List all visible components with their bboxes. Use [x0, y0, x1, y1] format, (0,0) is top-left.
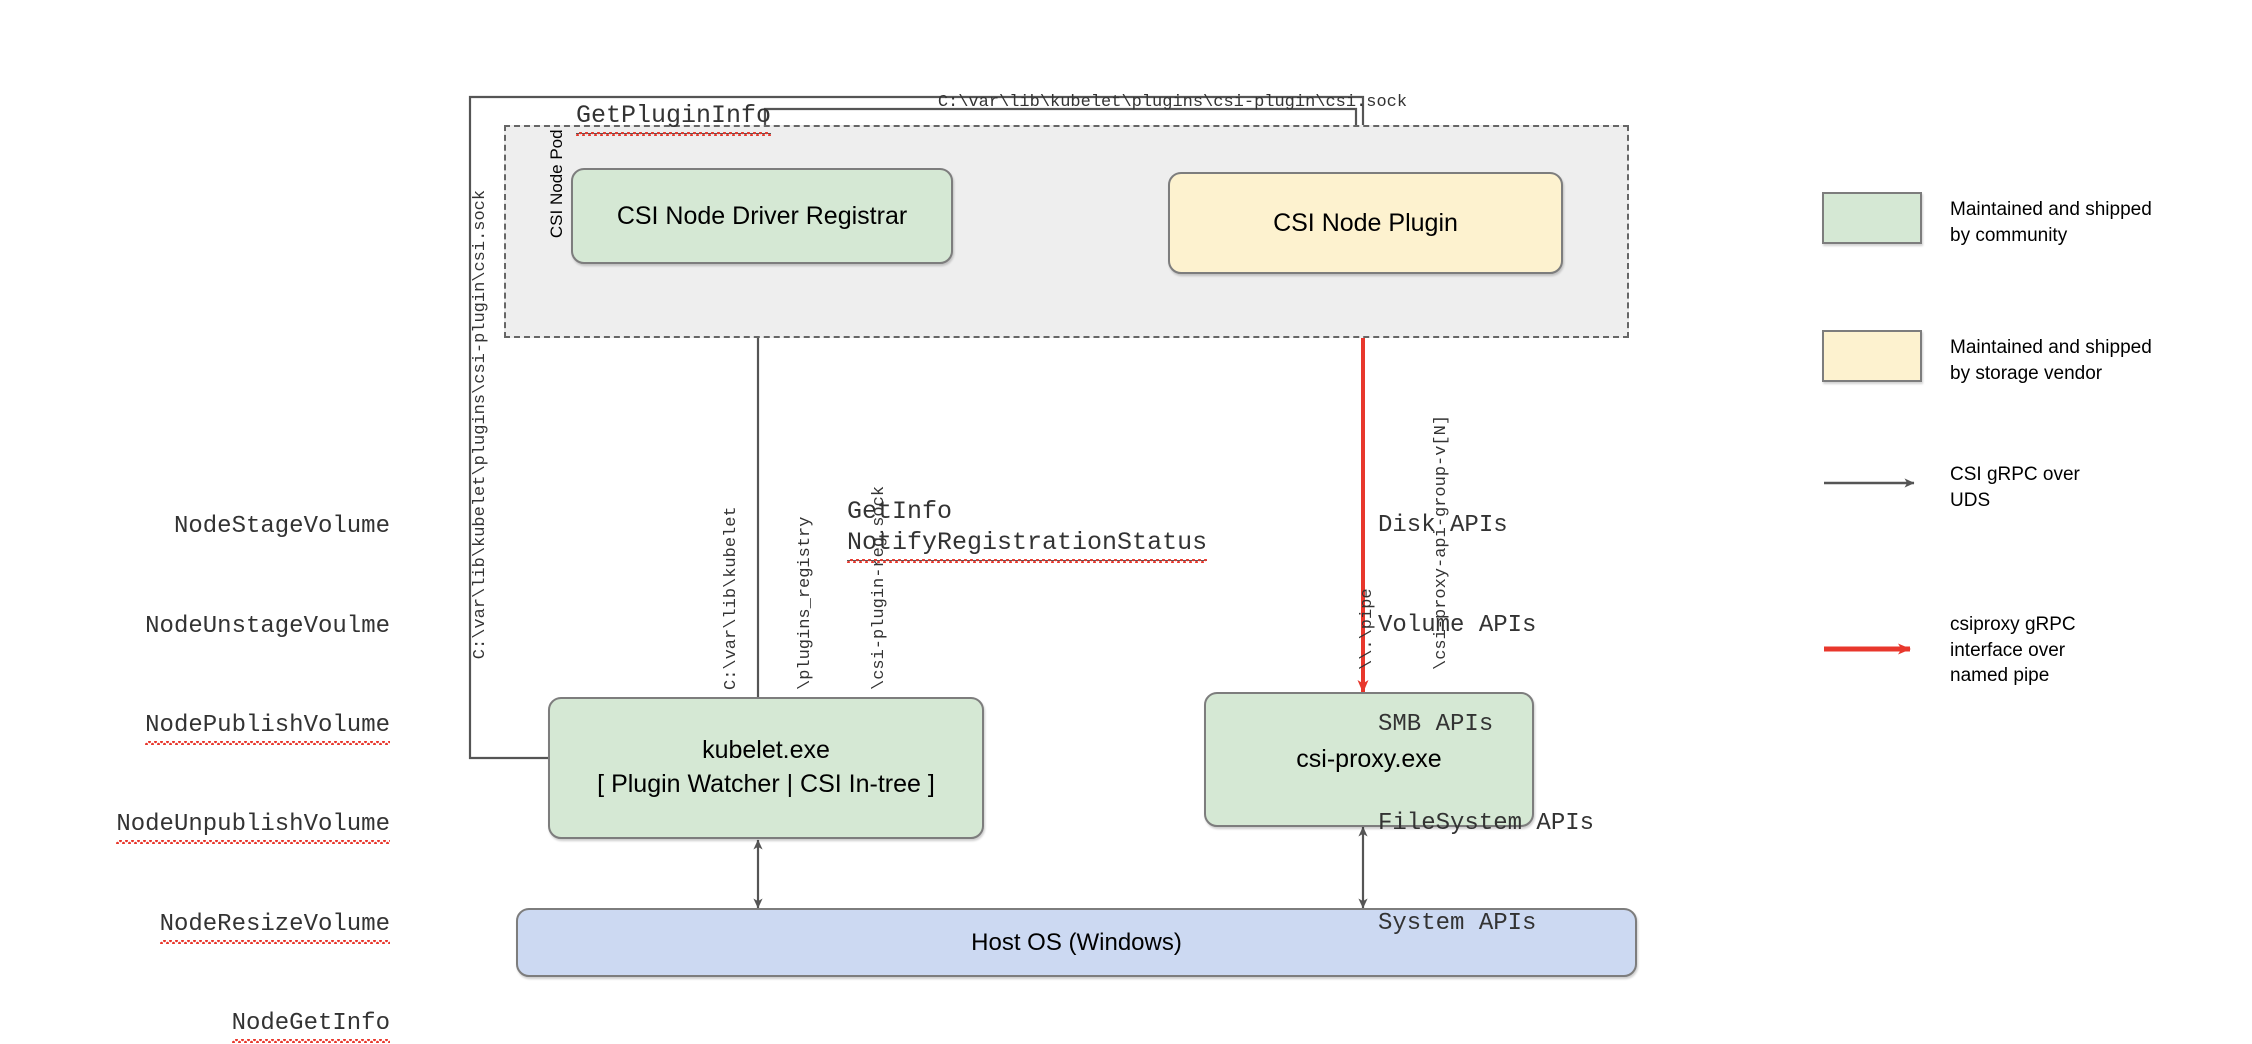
rpc-list-item: NodeUnpublishVolume	[70, 808, 390, 845]
rpc-label: NodeGetInfo	[231, 1007, 391, 1044]
legend-label-csiproxy-grpc-pipe: csiproxy gRPC interface over named pipe	[1950, 614, 2076, 687]
csi-proxy-box[interactable]: csi-proxy.exe	[1204, 692, 1534, 827]
api-list-item: Volume APIs	[1378, 611, 1537, 639]
get-info-label: GetInfo	[847, 496, 953, 526]
rpc-list-item: NodePublishVolume	[70, 709, 390, 746]
legend-label-community: Maintained and shipped by community	[1950, 199, 2152, 246]
csi-node-plugin-box[interactable]: CSI Node Plugin	[1168, 172, 1563, 274]
legend-swatch-community	[1822, 192, 1922, 244]
csi-node-plugin-label: CSI Node Plugin	[1273, 208, 1458, 237]
rpc-list-item: NodeGetInfo	[70, 1007, 391, 1044]
legend-label-storage-vendor: Maintained and shipped by storage vendor	[1950, 337, 2152, 384]
csi-node-driver-registrar-label: CSI Node Driver Registrar	[616, 201, 908, 230]
rpc-label: NodeResizeVolume	[159, 908, 391, 944]
csi-node-rpc-list: NodeStageVolume NodeUnstageVoulme NodePu…	[70, 444, 391, 1044]
rpc-label: NodeUnpublishVolume	[116, 808, 390, 845]
host-os-box[interactable]: Host OS (Windows)	[516, 908, 1637, 977]
api-list-item: SMB APIs	[1378, 710, 1494, 738]
kubelet-label-line1: kubelet.exe	[702, 736, 830, 765]
api-list-item: Disk APIs	[1378, 512, 1508, 540]
legend-arrow-red-icon	[1824, 643, 1911, 655]
legend-swatch-storage-vendor	[1822, 330, 1922, 382]
kubelet-label-line2: [ Plugin Watcher | CSI In-tree ]	[597, 770, 935, 798]
api-list-item: System APIs	[1378, 909, 1537, 937]
csi-proxy-api-list: Disk APIs Volume APIs SMB APIs FileSyste…	[1378, 443, 1594, 1006]
notify-registration-status-label: NotifyRegistrationStatus	[787, 489, 1208, 597]
rpc-list-item: NodeResizeVolume	[70, 908, 391, 944]
csi-sock-path-left-label: C:\var\lib\kubelet\plugins\csi-plugin\cs…	[471, 189, 491, 660]
rpc-label: NodeUnstageVoulme	[145, 612, 390, 640]
csi-proxy-label: csi-proxy.exe	[1296, 745, 1442, 773]
api-list-item: FileSystem APIs	[1378, 810, 1595, 838]
rpc-label: NodePublishVolume	[145, 709, 390, 746]
csi-sock-path-top-label: C:\var\lib\kubelet\plugins\csi-plugin\cs…	[937, 93, 1408, 113]
legend-arrow-gray-icon	[1824, 478, 1915, 488]
csi-node-driver-registrar-box[interactable]: CSI Node Driver Registrar	[571, 168, 953, 264]
connector-kubelet-to-node-plugin	[468, 95, 1368, 760]
get-plugin-info-label: GetPluginInfo	[516, 62, 772, 170]
rpc-label: NodeStageVolume	[173, 513, 390, 541]
kubelet-box[interactable]: kubelet.exe [ Plugin Watcher | CSI In-tr…	[548, 697, 984, 839]
registry-path-line1: C:\var\lib\kubelet	[722, 506, 742, 690]
rpc-list-item: NodeStageVolume	[70, 510, 390, 543]
host-os-label: Host OS (Windows)	[971, 928, 1182, 956]
legend-label-csi-grpc-uds: CSI gRPC over UDS	[1950, 464, 2080, 511]
rpc-list-item: NodeUnstageVoulme	[70, 610, 390, 643]
